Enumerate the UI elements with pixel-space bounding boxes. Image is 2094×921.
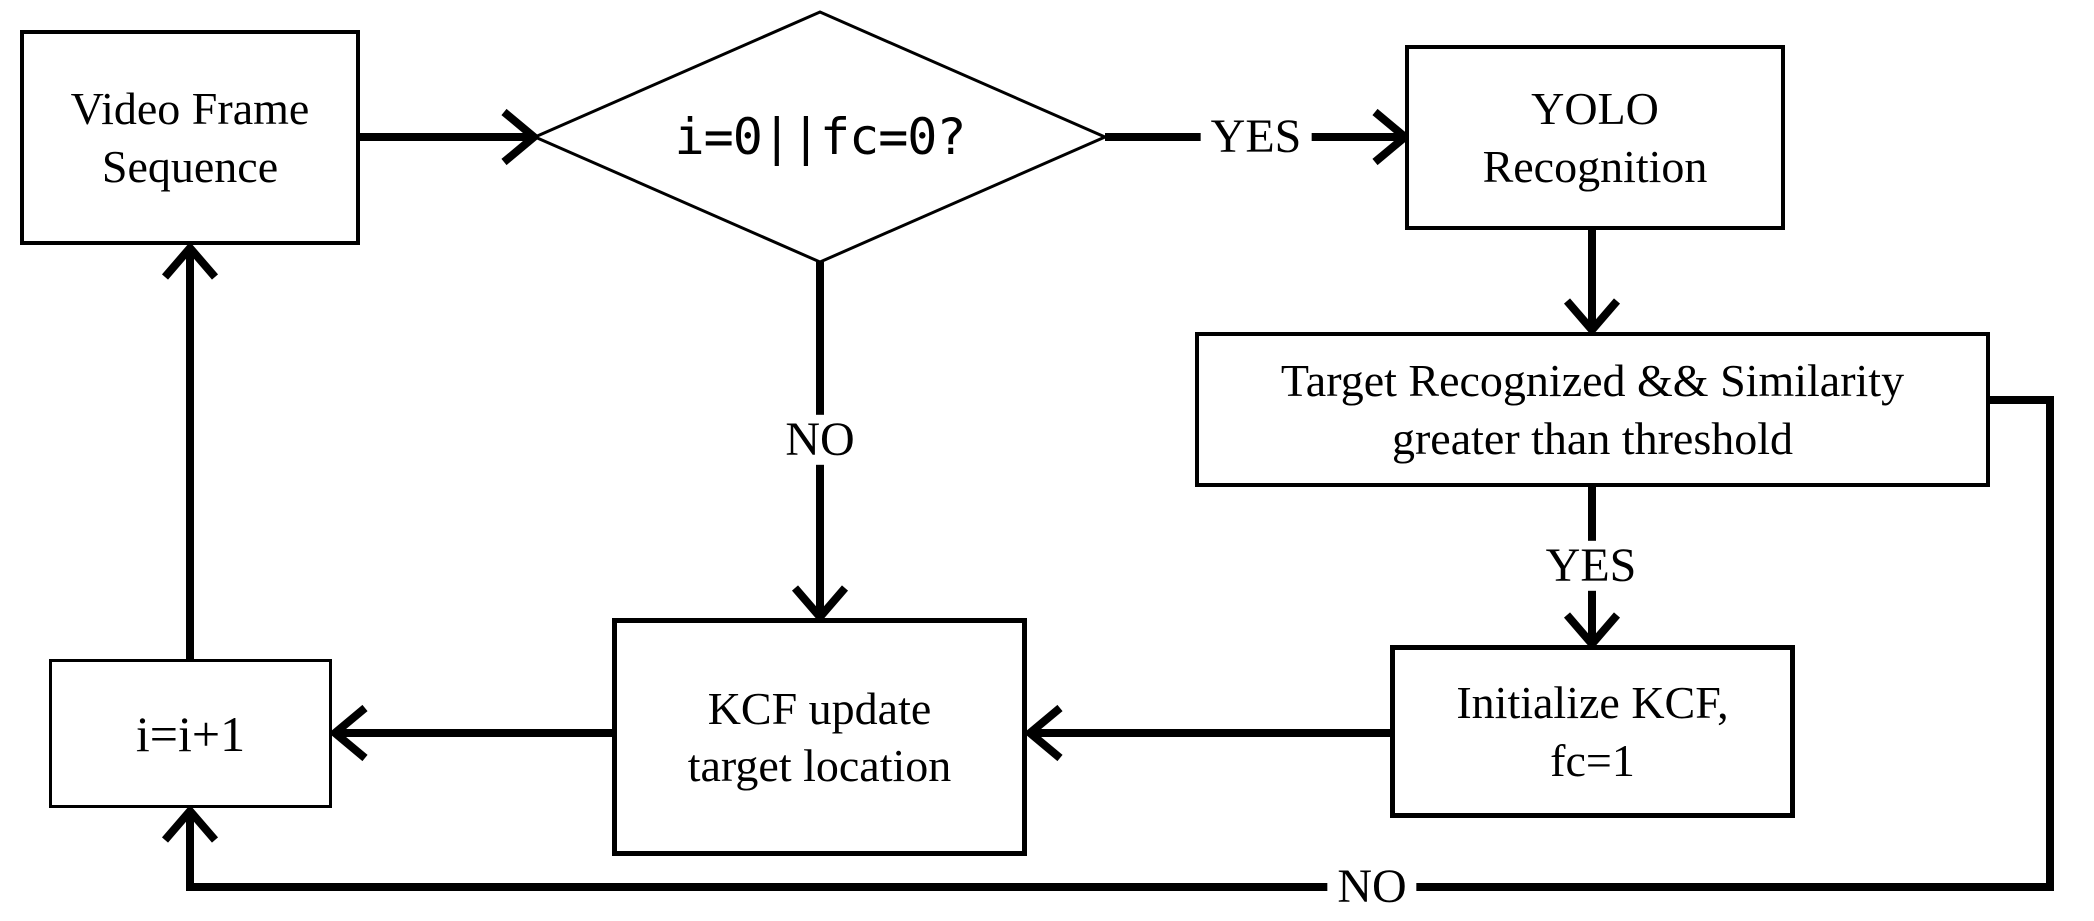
edge-label-no-mid: NO xyxy=(775,414,865,466)
arrowhead-down-kcf xyxy=(791,585,849,624)
decision-diamond-shape xyxy=(531,10,1109,264)
arrowhead-left-increment xyxy=(328,704,368,762)
node-increment-label: i=i+1 xyxy=(135,705,246,762)
arrowhead-left-kcf xyxy=(1023,704,1063,762)
node-video-frame-sequence: Video Frame Sequence xyxy=(20,30,360,245)
node-target-recognized-line1: Target Recognized && Similarity xyxy=(1280,355,1905,407)
node-target-recognized-line2: greater than threshold xyxy=(1391,412,1794,464)
node-video-frame-sequence-line1: Video Frame xyxy=(70,83,310,135)
arrowhead-up-increment xyxy=(161,804,219,843)
node-yolo-recognition: YOLO Recognition xyxy=(1405,45,1785,230)
node-yolo-recognition-line1: YOLO xyxy=(1531,83,1659,135)
arrowhead-down-target xyxy=(1563,298,1621,337)
arrowhead-down-init xyxy=(1563,612,1621,651)
node-kcf-update-line2: target location xyxy=(687,740,952,791)
node-initialize-kcf-line1: Initialize KCF, xyxy=(1456,677,1729,729)
node-decision-label: i=0||fc=0? xyxy=(674,108,966,166)
edge-label-no-bottom: NO xyxy=(1327,861,1417,913)
edge-target-no-loop xyxy=(186,396,2054,891)
node-yolo-recognition-line2: Recognition xyxy=(1482,140,1708,192)
node-video-frame-sequence-line2: Sequence xyxy=(101,140,279,192)
edge-label-yes-mid: YES xyxy=(1535,540,1647,592)
edge-label-yes-top: YES xyxy=(1200,111,1312,163)
node-initialize-kcf-line2: fc=1 xyxy=(1550,734,1635,786)
node-target-recognized: Target Recognized && Similarity greater … xyxy=(1195,332,1990,487)
node-kcf-update: KCF update target location xyxy=(612,618,1027,856)
node-initialize-kcf: Initialize KCF, fc=1 xyxy=(1390,645,1795,818)
arrowhead-up-video xyxy=(161,241,219,280)
node-increment: i=i+1 xyxy=(49,659,332,808)
node-kcf-update-line1: KCF update xyxy=(707,682,932,734)
